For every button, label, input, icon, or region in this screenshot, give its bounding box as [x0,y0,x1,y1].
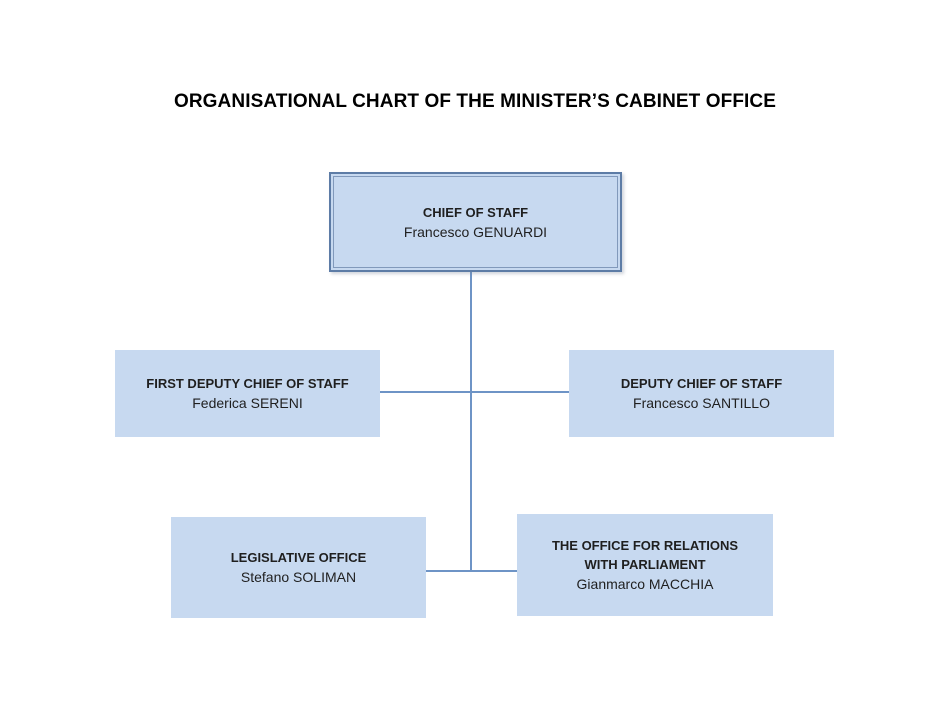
node-person-relations-parliament: Gianmarco MACCHIA [576,576,714,592]
node-person-deputy: Francesco SANTILLO [633,395,770,411]
node-person-first-deputy: Federica SERENI [192,395,303,411]
node-person-legislative-office: Stefano SOLIMAN [240,569,357,585]
node-role-legislative-office: LEGISLATIVE OFFICE [230,550,367,565]
node-role-chief-of-staff: CHIEF OF STAFF [422,204,529,220]
node-deputy-chief-of-staff: DEPUTY CHIEF OF STAFF Francesco SANTILLO [569,350,834,437]
node-role-first-deputy: FIRST DEPUTY CHIEF OF STAFF [146,376,349,391]
connector-chief-vertical-line [470,272,472,571]
node-office-for-relations-with-parliament: THE OFFICE FOR RELATIONS WITH PARLIAMENT… [517,514,773,616]
node-role-relations-parliament: THE OFFICE FOR RELATIONS WITH PARLIAMENT [551,538,739,572]
connector-deputies-horizontal-line [380,391,569,393]
node-chief-of-staff: CHIEF OF STAFF Francesco GENUARDI [329,172,622,272]
node-person-chief-of-staff: Francesco GENUARDI [403,223,548,240]
node-first-deputy-chief-of-staff: FIRST DEPUTY CHIEF OF STAFF Federica SER… [115,350,380,437]
node-legislative-office: LEGISLATIVE OFFICE Stefano SOLIMAN [171,517,426,618]
page-title: ORGANISATIONAL CHART OF THE MINISTER’S C… [173,91,777,112]
connector-offices-horizontal-line [426,570,517,572]
node-role-deputy: DEPUTY CHIEF OF STAFF [620,376,783,391]
